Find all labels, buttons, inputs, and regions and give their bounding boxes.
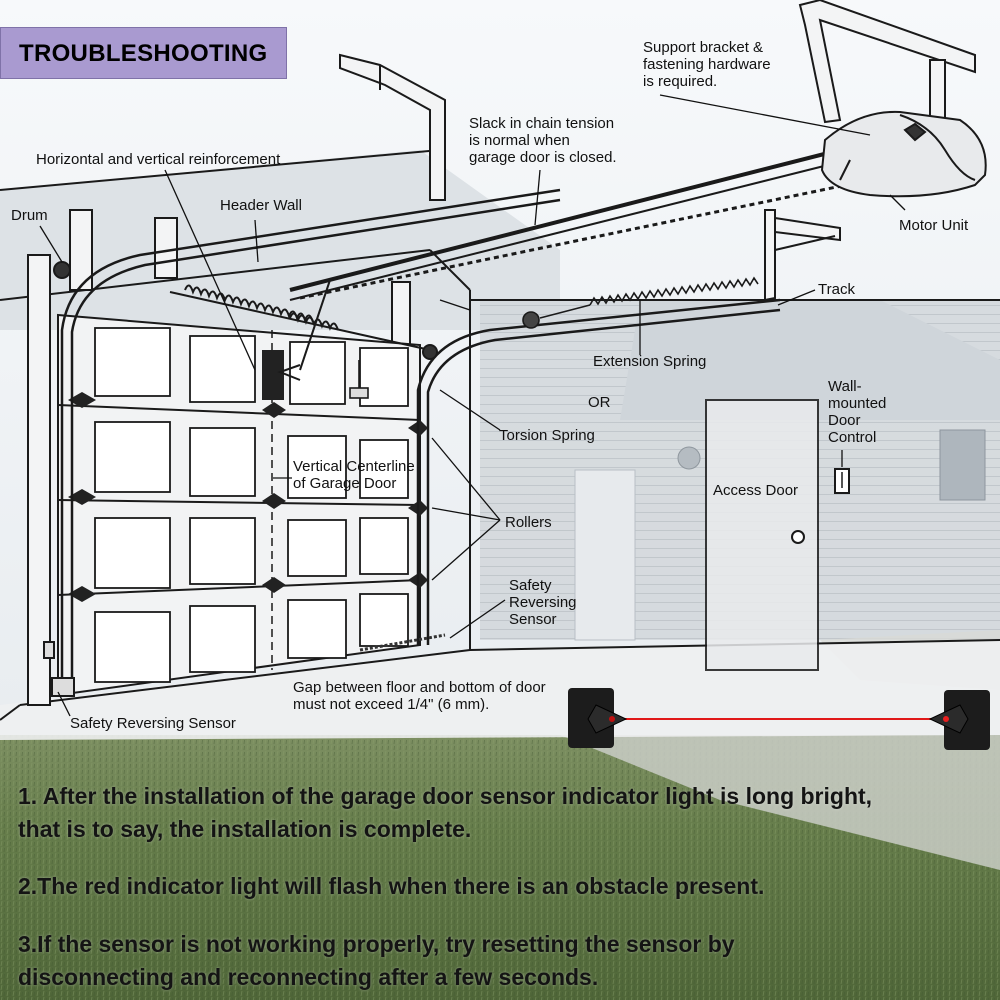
label-vertical-centerline: Vertical Centerline of Garage Door: [293, 458, 415, 492]
label-wall-control: Wall- mounted Door Control: [828, 378, 887, 446]
label-extension-spring: Extension Spring: [593, 353, 707, 370]
label-slack-chain: Slack in chain tension is normal when ga…: [469, 115, 617, 166]
sensor-kit: [568, 688, 990, 750]
driveway: [560, 735, 1000, 870]
label-or: OR: [588, 394, 611, 411]
label-access-door: Access Door: [713, 482, 799, 499]
house-garage-opening: [574, 469, 636, 641]
left-sensor-indicator: [609, 716, 615, 722]
label-rollers: Rollers: [505, 514, 552, 531]
instruction-2: 2.The red indicator light will flash whe…: [18, 873, 765, 899]
leader-lines: [39, 94, 906, 717]
label-drum: Drum: [11, 207, 48, 224]
instruction-3: 3.If the sensor is not working properly,…: [18, 931, 735, 990]
house-gable: [620, 300, 1000, 420]
opener-rail: [277, 148, 881, 381]
house-window: [939, 429, 986, 501]
torsion-spring: [53, 261, 438, 360]
label-torsion-spring: Torsion Spring: [499, 427, 595, 444]
motor-unit-drawing: [820, 110, 987, 198]
troubleshooting-badge: TROUBLESHOOTING: [0, 27, 287, 79]
extension-spring: [522, 276, 759, 329]
right-sensor-indicator: [943, 716, 949, 722]
track-bracket: [764, 209, 841, 302]
left-sensor-lens: [587, 704, 628, 734]
left-sensor-drawing: [43, 641, 75, 697]
header-bracket: [339, 53, 446, 201]
garage-door: [57, 313, 428, 697]
page-title: TROUBLESHOOTING: [19, 40, 268, 67]
house-roof: [0, 150, 560, 330]
house-round-window: [677, 446, 701, 470]
label-safety-sensor-right: Safety Reversing Sensor: [509, 577, 577, 628]
access-door: [705, 399, 819, 671]
label-reinforcement: Horizontal and vertical reinforcement: [36, 151, 281, 168]
label-motor-unit: Motor Unit: [899, 217, 969, 234]
door-handle-light: [349, 360, 369, 399]
label-support-bracket: Support bracket & fastening hardware is …: [643, 39, 771, 90]
label-safety-sensor-left: Safety Reversing Sensor: [70, 715, 236, 732]
label-track: Track: [818, 281, 855, 298]
door-weather-seal: [359, 633, 446, 652]
instruction-1: 1. After the installation of the garage …: [18, 783, 873, 842]
door-tracks: [60, 188, 781, 690]
label-header-wall: Header Wall: [220, 197, 302, 214]
label-gap-note: Gap between floor and bottom of door mus…: [293, 679, 546, 713]
